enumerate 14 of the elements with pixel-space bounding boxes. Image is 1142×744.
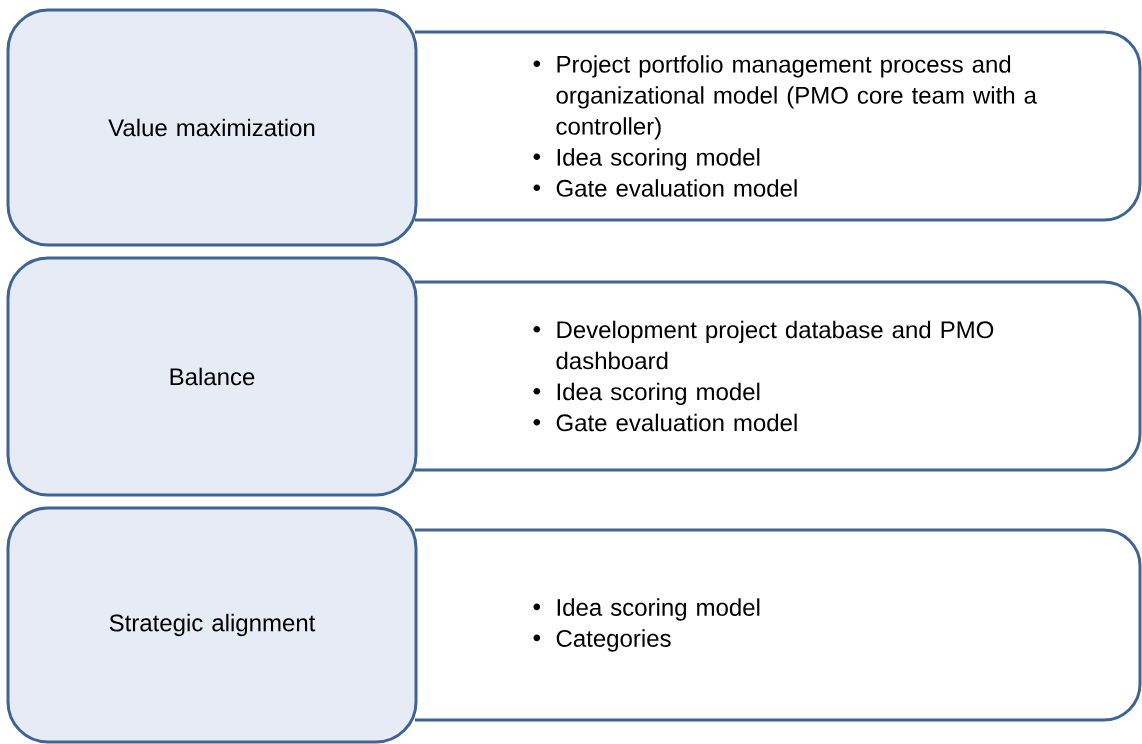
list-box xyxy=(415,280,1142,472)
list-item: Gate evaluation model xyxy=(533,413,797,432)
category-box: Value maximization xyxy=(6,8,418,247)
list-box xyxy=(415,30,1142,222)
list-item: Idea scoring model xyxy=(533,598,760,621)
list-item: Idea scoring model xyxy=(533,148,760,171)
list-item: Idea scoring model xyxy=(533,382,760,406)
category-box: Balance xyxy=(6,256,418,497)
list-box xyxy=(415,528,1142,722)
category-box: Strategic alignment xyxy=(6,506,418,744)
list-item: Gate evaluation model xyxy=(533,179,797,197)
list-item: Categories xyxy=(533,629,671,652)
list-item: Project portfolio management process and organizational model (PMO core team with a controller) xyxy=(533,55,1037,140)
list-item: Development project database and PMO dashboard xyxy=(533,320,994,370)
